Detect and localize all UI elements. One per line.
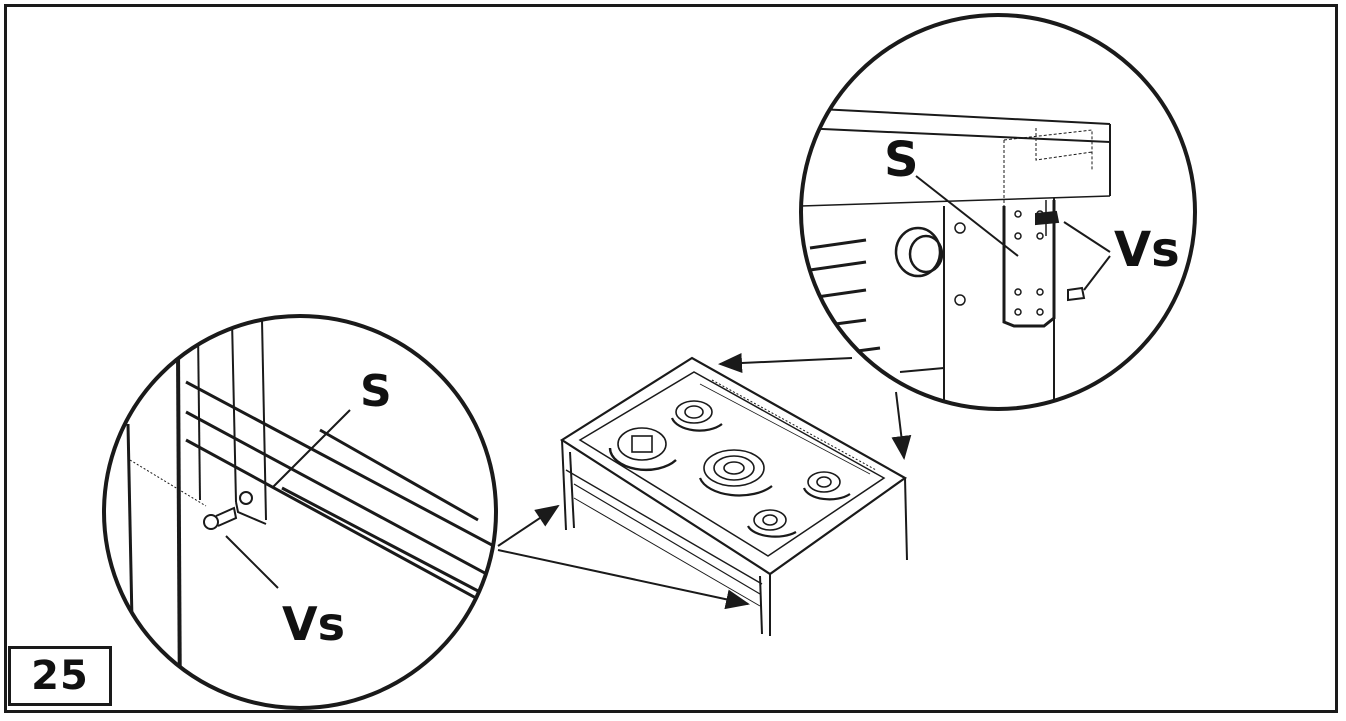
arrow-right-detail-to-back-corner: [718, 353, 853, 373]
burner-right: [802, 471, 851, 501]
cooker-right-side: [904, 477, 908, 561]
detail-view-right: [799, 13, 1197, 411]
detail-view-left: [102, 314, 498, 710]
arrow-right-detail-to-right-corner: [891, 391, 912, 460]
burner-center-wok: [698, 449, 773, 497]
label-s-right: S: [884, 132, 919, 188]
screw-vs-right-upper: [1035, 200, 1060, 236]
detail-circle-right: [799, 13, 1197, 411]
figure-frame: [4, 4, 1338, 713]
screw-vs-right-lower: [1067, 286, 1086, 302]
burner-front-small: [747, 509, 797, 538]
detail-circle-left: [102, 314, 498, 710]
burner-left-large: [608, 427, 677, 472]
burner-back: [670, 400, 723, 432]
arrow-left-detail-to-left-side: [497, 504, 560, 547]
label-vs-left: Vs: [282, 597, 345, 651]
cooktop-tray: [578, 371, 886, 557]
cooker-left-side: [561, 439, 567, 531]
arrow-left-detail-to-front: [497, 549, 750, 610]
bracket-s-left: [231, 319, 267, 525]
cooktop-rim: [559, 356, 908, 576]
screw-vs-left: [203, 506, 238, 530]
cooker-front-left: [569, 451, 575, 529]
control-knob: [894, 226, 944, 278]
cooker-front-right: [759, 575, 763, 635]
figure-number: 25: [8, 646, 112, 706]
label-s-left: S: [360, 366, 392, 417]
label-vs-right: Vs: [1114, 222, 1180, 278]
arrows: [497, 353, 912, 610]
cooker-illustration: [559, 356, 908, 636]
